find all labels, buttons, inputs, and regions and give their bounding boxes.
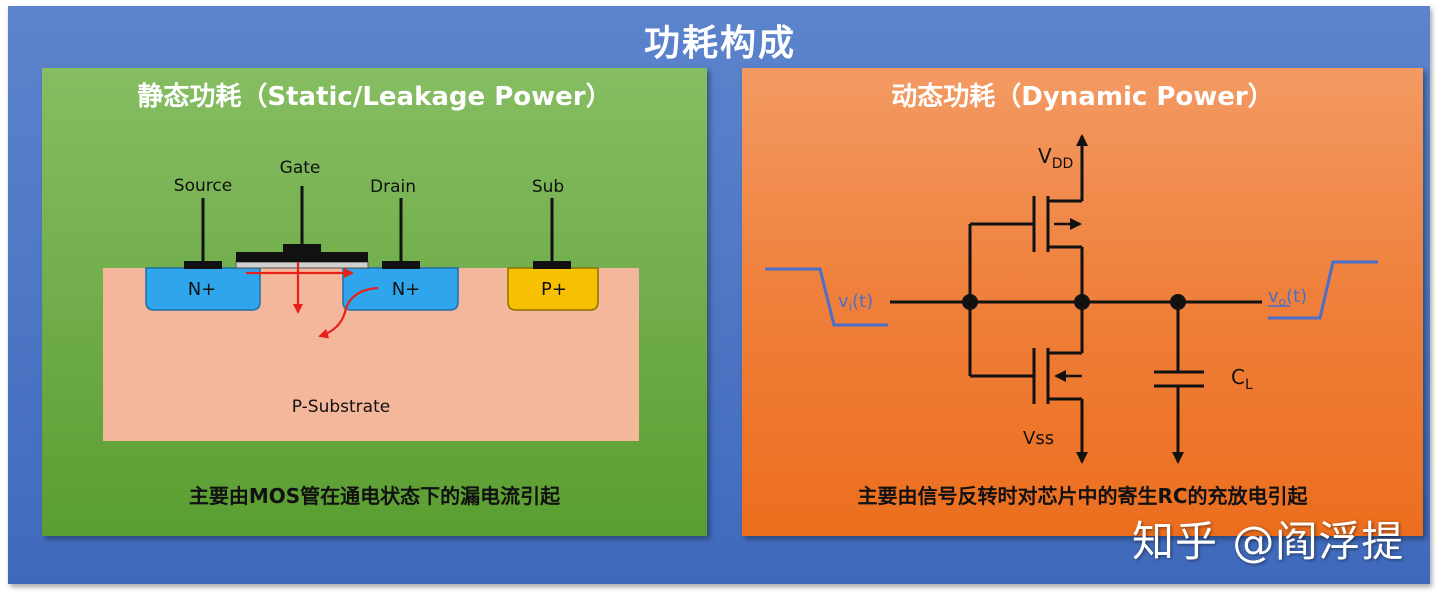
load-cap-label: CL [1231, 365, 1253, 393]
dynamic-power-caption: 主要由信号反转时对芯片中的寄生RC的充放电引起 [857, 484, 1308, 508]
n-plus-right-region [342, 267, 459, 311]
dynamic-power-title: 动态功耗（Dynamic Power） [891, 82, 1274, 112]
n-plus-left-label: N+ [188, 279, 217, 300]
source-contact [184, 261, 222, 269]
vss-label: Vss [1023, 428, 1054, 449]
sub-contact [533, 261, 571, 269]
mosfet-cross-section: Source Gate Drain Sub N+ N+ P+ P-Substra… [103, 158, 639, 441]
input-signal-label: vi(t) [838, 291, 873, 314]
input-node [962, 294, 978, 310]
p-plus-region [507, 267, 599, 311]
load-node [1170, 294, 1186, 310]
output-signal-label: vo(t) [1268, 286, 1307, 309]
drain-label: Drain [370, 177, 416, 197]
static-power-title: 静态功耗（Static/Leakage Power） [137, 82, 612, 112]
static-power-caption: 主要由MOS管在通电状态下的漏电流引起 [188, 484, 561, 508]
gate-contact [283, 244, 321, 252]
n-plus-left-region [145, 267, 261, 311]
gate-electrode [236, 252, 368, 262]
vdd-label: VDD [1038, 144, 1073, 172]
watermark: 知乎 @阎浮提 [1132, 517, 1405, 566]
drain-contact [382, 261, 420, 269]
gate-oxide [235, 261, 369, 269]
substrate-label: P-Substrate [292, 397, 390, 417]
slide-title: 功耗构成 [643, 23, 796, 64]
input-waveform [765, 267, 888, 327]
junction-leakage-arrow [318, 286, 379, 339]
p-plus-label: P+ [541, 279, 567, 300]
sub-label: Sub [532, 177, 564, 197]
output-node [1074, 294, 1090, 310]
source-label: Source [174, 176, 232, 196]
output-waveform [1268, 260, 1378, 320]
n-plus-right-label: N+ [392, 279, 421, 300]
cmos-inverter-schematic: VDD Vss CL vi(t) vo(t) [765, 134, 1378, 464]
gate-label: Gate [280, 158, 321, 178]
